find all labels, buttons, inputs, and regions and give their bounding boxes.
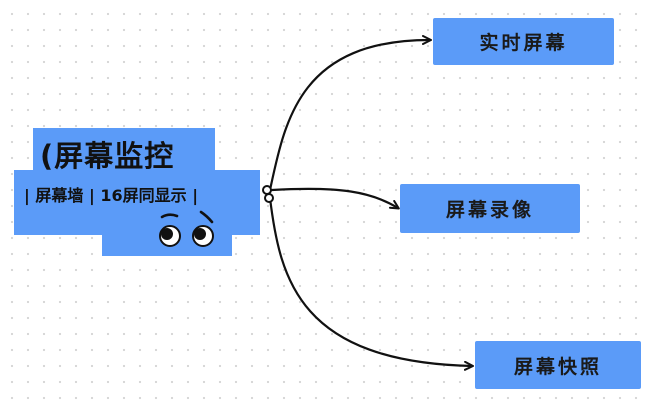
central-title: (屏幕监控 (40, 139, 175, 173)
central-subtitle: | 屏幕墙 | 16屏同显示 | (24, 186, 199, 205)
connector-to-branch-1 (268, 35, 432, 192)
cartoon-eyes-icon (159, 210, 214, 247)
branch-node-screen-recording[interactable]: 屏幕录像 (400, 184, 580, 233)
connector-to-branch-3 (268, 196, 474, 371)
branch-node-realtime-screen[interactable]: 实时屏幕 (433, 18, 614, 65)
central-body-block (14, 170, 260, 235)
branch-node-screen-snapshot[interactable]: 屏幕快照 (475, 341, 641, 389)
connector-to-branch-2 (270, 187, 400, 210)
hub-icon (262, 185, 274, 203)
central-title-block (33, 128, 215, 172)
